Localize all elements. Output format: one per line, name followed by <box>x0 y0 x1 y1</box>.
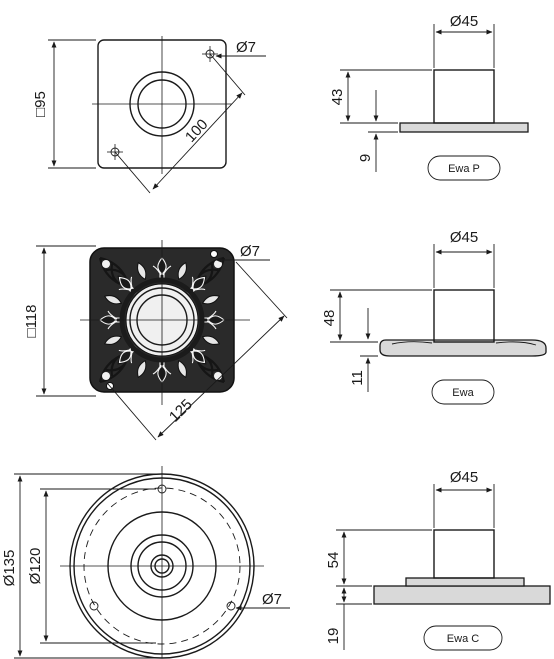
ewa-c-top-view: Ø135 Ø120 Ø7 <box>1 466 290 659</box>
ewa-c-mounting-hole-left <box>89 601 99 611</box>
ewa-c-base-plate <box>373 585 551 605</box>
ewa-c-hole-diameter: Ø7 <box>262 591 282 608</box>
ewa-p-side-view: Ø45 43 9 Ewa P <box>329 13 529 181</box>
ewa-c-plate-thickness: 19 <box>325 628 342 645</box>
ewa-p-tube <box>433 69 495 124</box>
ewa-plate-thickness: 11 <box>349 370 366 386</box>
ewa-hole-diameter: Ø7 <box>240 243 260 260</box>
ewa-c-base-step <box>405 577 525 587</box>
ewa-base-plate <box>379 339 547 357</box>
ewa-c-hole-circle-diameter: Ø120 <box>27 548 44 585</box>
ewa-p-hole-diameter: Ø7 <box>236 39 256 56</box>
ewa-tube-height: 48 <box>321 310 338 327</box>
ewa-p-diagonal-dimension: 100 <box>182 116 212 146</box>
ewa-p-top-view: □95 100 Ø7 <box>32 36 266 194</box>
ewa-p-label-badge <box>427 155 501 181</box>
ewa-label-badge <box>431 379 495 405</box>
ewa-p-tube-diameter: Ø45 <box>450 13 478 30</box>
ewa-p-label: Ewa P <box>448 163 480 175</box>
ewa-c-tube-diameter: Ø45 <box>450 469 478 486</box>
ewa-c-label-badge <box>423 625 503 651</box>
ewa-p-tube-height: 43 <box>329 89 346 106</box>
ewa-c-label: Ewa C <box>447 633 479 645</box>
ewa-p-base-plate <box>399 122 529 133</box>
ewa-c-side-view: Ø45 54 19 Ewa C <box>325 469 551 651</box>
ewa-c-mounting-hole-top <box>157 484 167 494</box>
ewa-tube <box>433 289 495 343</box>
ewa-c-tube <box>433 529 495 579</box>
ewa-c-tube-height: 54 <box>325 552 342 569</box>
ewa-tube-diameter: Ø45 <box>450 229 478 246</box>
ewa-side-view: Ø45 48 11 Ewa <box>321 229 547 405</box>
ewa-c-outer-diameter: Ø135 <box>1 550 18 587</box>
ewa-top-view: □118 125 Ø7 <box>23 240 288 441</box>
ewa-label: Ewa <box>452 387 474 399</box>
ewa-p-diagonal-dimension-line <box>152 92 243 190</box>
ewa-c-mounting-hole-right <box>226 601 236 611</box>
ewa-diagonal-dimension-line <box>157 315 285 438</box>
ewa-side-dimension: □118 <box>23 305 40 338</box>
ewa-p-plate-thickness: 9 <box>357 154 374 162</box>
ewa-p-side-dimension: □95 <box>32 91 49 117</box>
ewa-diagonal-dimension: 125 <box>166 396 196 426</box>
